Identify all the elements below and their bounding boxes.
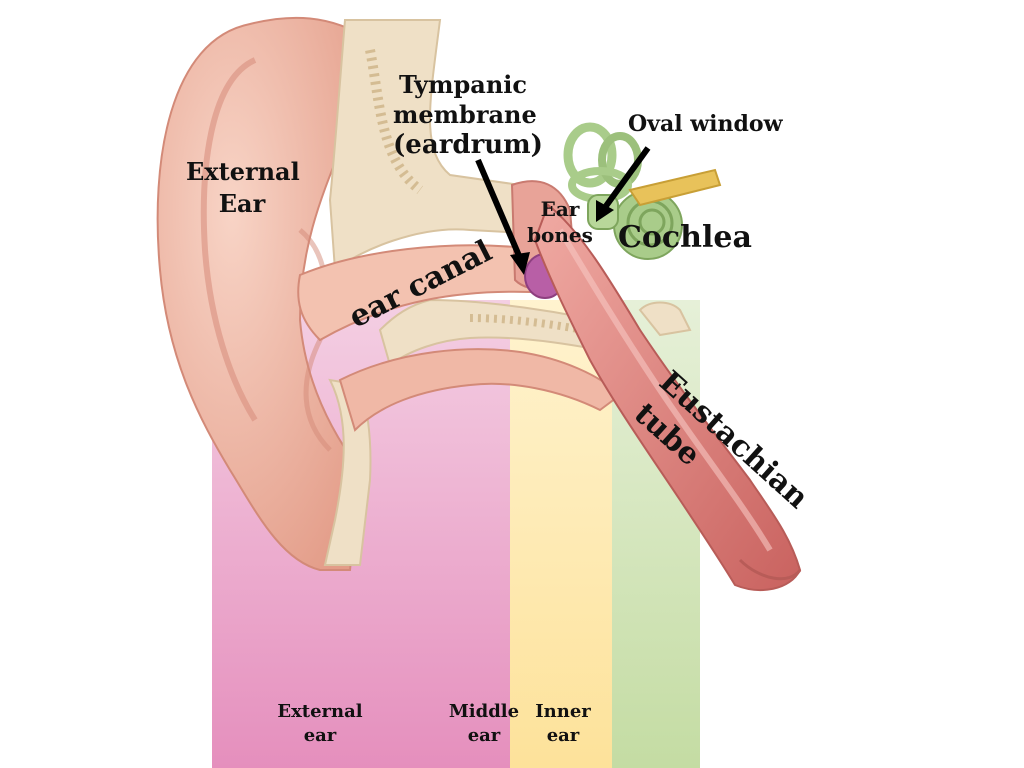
ear-bones-line2: bones: [527, 223, 593, 247]
ear-bones-line1: Ear: [540, 197, 580, 221]
zone-external-line1: External: [277, 701, 363, 722]
zone-middle-line2: ear: [467, 725, 501, 746]
oval-window-label: Oval window: [628, 111, 783, 137]
external-ear-label: External Ear: [186, 156, 300, 220]
tympanic-line2: membrane: [393, 100, 537, 129]
ear-canal: [297, 244, 532, 342]
ear-bones-label: Ear bones: [524, 196, 596, 248]
cochlea-spiral-2: [638, 208, 666, 236]
lower-canal-skin: [338, 348, 622, 432]
cochlea-label: Cochlea: [618, 220, 752, 255]
tympanic-membrane-label: Tympanic membrane (eardrum): [393, 70, 543, 160]
eustachian-highlight: [557, 228, 773, 552]
external-ear-line2: Ear: [218, 189, 266, 218]
bone-marrow-texture: [365, 49, 424, 194]
zone-external-line2: ear: [303, 725, 337, 746]
temporal-bone-upper: [328, 19, 561, 272]
zone-label-middle: Middle ear: [444, 700, 524, 748]
petrous-bone-fragment: [638, 301, 692, 337]
tympanic-line1: Tympanic: [398, 70, 528, 99]
auditory-nerve: [628, 168, 722, 207]
zone-inner-line1: Inner: [535, 701, 591, 722]
tympanic-arrow-head: [510, 252, 530, 275]
zone-label-inner: Inner ear: [528, 700, 598, 748]
zone-inner-line2: ear: [546, 725, 580, 746]
oval-window-arrow-head: [596, 200, 614, 222]
inner-ear-structure: [563, 122, 722, 260]
external-ear-line1: External: [186, 157, 300, 186]
pinna-inner-fold: [200, 57, 258, 422]
oval-window-arrow-line: [603, 146, 651, 208]
semicircular-canal-1: [563, 122, 617, 188]
zone-middle-line1: Middle: [448, 701, 520, 722]
tympanic-arrow-line: [475, 158, 523, 260]
tympanic-line3: (eardrum): [393, 130, 543, 160]
zone-label-external: External ear: [270, 700, 370, 748]
temporal-bone-lower: [378, 298, 652, 367]
tube-end-shadow: [738, 558, 802, 581]
